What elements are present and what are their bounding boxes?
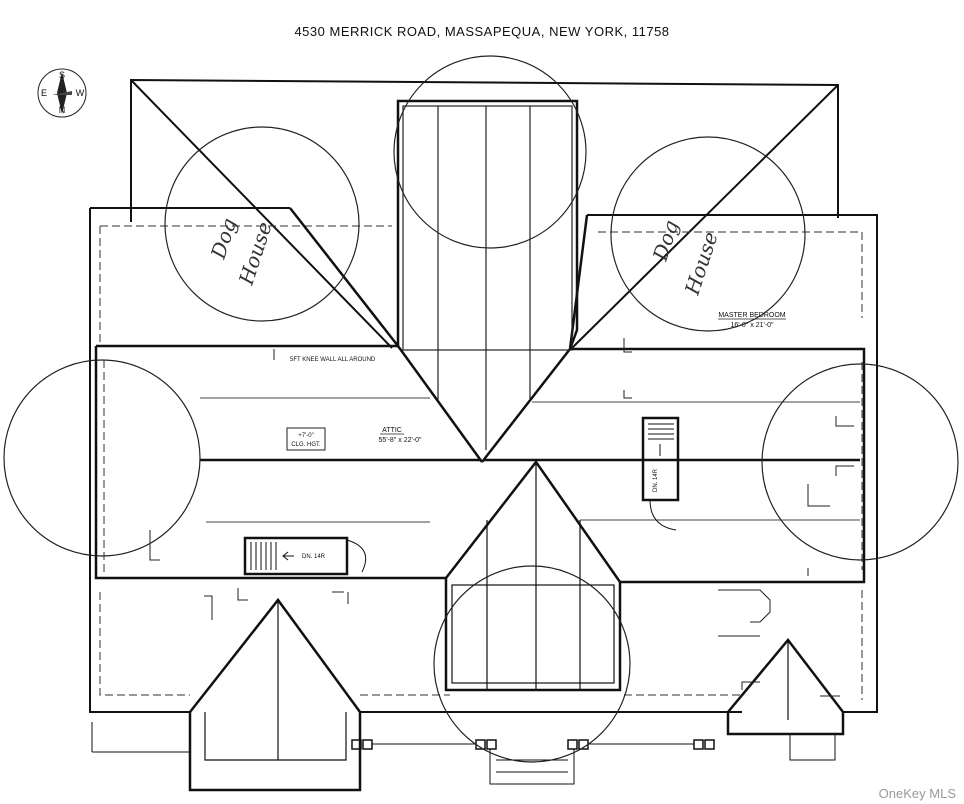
- compass-icon: S E W N: [37, 68, 87, 118]
- attic-title: ATTIC: [382, 427, 402, 434]
- stair-right: [641, 416, 680, 531]
- porch-posts: [91, 722, 715, 785]
- handwritten-note-left: Dog House: [206, 215, 277, 288]
- wall-stubs: [149, 338, 854, 697]
- svg-text:+7'-0": +7'-0": [298, 433, 313, 439]
- svg-text:N: N: [59, 105, 66, 115]
- building-outline: [89, 207, 878, 713]
- stair-right-label: DN. 14R: [653, 468, 659, 492]
- stair-left: [243, 536, 367, 576]
- svg-text:S: S: [59, 70, 65, 80]
- handwritten-note-right: Dog House: [648, 217, 723, 298]
- svg-text:Dog: Dog: [648, 217, 684, 264]
- watermark: OneKey MLS: [879, 786, 957, 801]
- master-bedroom-dimensions: 16'-0" x 21'-0": [730, 322, 774, 329]
- dormer-circles: [3, 55, 959, 763]
- right-front-gable: [726, 637, 845, 761]
- ceiling-height-box: +7'-0" CLG. HGT.: [286, 427, 326, 451]
- svg-text:W: W: [76, 88, 85, 98]
- stair-left-label: DN. 14R: [302, 554, 326, 560]
- attic-outline: [94, 344, 866, 584]
- lower-center-gable: [444, 459, 622, 692]
- address-title: 4530 MERRICK ROAD, MASSAPEQUA, NEW YORK,…: [294, 24, 669, 39]
- left-front-gable: [188, 597, 362, 792]
- svg-text:E: E: [41, 88, 47, 98]
- attic-dimensions: 55'-8" x 22'-0": [378, 437, 422, 444]
- upper-center-dormer: [289, 99, 589, 463]
- rear-roof: [130, 78, 839, 349]
- svg-text:House: House: [234, 219, 277, 289]
- dashed-walls: [99, 225, 863, 700]
- knee-wall-label: 5FT KNEE WALL ALL AROUND: [290, 357, 376, 363]
- master-bedroom-title: MASTER BEDROOM: [718, 312, 785, 319]
- attic-guide-lines: [200, 397, 860, 523]
- upper-dormer-ridges: [402, 105, 573, 450]
- svg-text:CLG. HGT.: CLG. HGT.: [291, 442, 321, 448]
- svg-text:Dog: Dog: [206, 215, 242, 262]
- svg-text:House: House: [680, 229, 723, 299]
